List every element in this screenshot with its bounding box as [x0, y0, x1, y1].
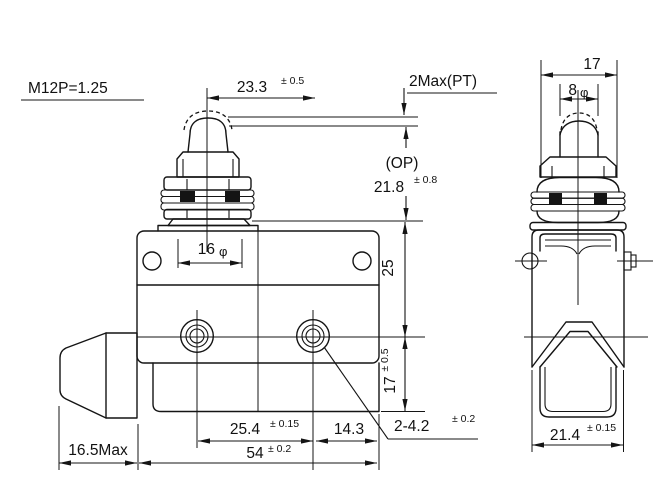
dim-value: 23.3: [237, 79, 267, 96]
dim-value: 17: [382, 376, 399, 393]
lower-body: [152, 362, 380, 413]
dim-body-width: 54 ± 0.2: [137, 414, 380, 470]
plunger-dome-side: [559, 120, 599, 136]
cable-bushing: [59, 332, 138, 419]
body-side: [515, 229, 653, 418]
dim-value: 17: [583, 56, 600, 73]
dim-head-width: 17: [540, 56, 618, 178]
pretravel-annotation: 2Max(PT): [228, 73, 497, 127]
dim-upper-body-height: 25: [380, 222, 408, 337]
dim-value: 25.4: [230, 421, 261, 438]
op-abbr-text: (OP): [386, 155, 419, 172]
thread-spec-label: M12P=1.25: [21, 80, 144, 101]
upper-body: [136, 230, 380, 364]
annotations: M12P=1.25 23.3 ± 0.5 2Max(PT) (OP) 21.8 …: [21, 56, 624, 470]
corner-hole-left: [142, 251, 162, 271]
corner-hole-right: [352, 251, 372, 271]
plunger-free-position-dashed-side: [560, 112, 598, 131]
dim-tolerance: ± 0.5: [281, 75, 304, 87]
plunger-dome: [187, 117, 229, 153]
hole-inner: [305, 328, 321, 344]
front-view: [59, 88, 425, 470]
dim-value: 21.8: [374, 179, 404, 196]
note-mounting-holes: 2-4.2 ± 0.2: [323, 346, 478, 440]
note-tolerance: ± 0.2: [452, 413, 475, 425]
cavity-outer: [539, 366, 617, 418]
side-view: [515, 90, 653, 418]
dim-hole-to-edge: 14.3: [316, 421, 377, 444]
seal-washer: [530, 203, 626, 212]
body-top-boss: [157, 224, 259, 232]
note-value: 2-4.2: [394, 418, 429, 435]
hole-middle: [185, 324, 209, 348]
dim-tolerance: ± 0.15: [587, 422, 616, 434]
dim-operating-position: (OP) 21.8 ± 0.8: [252, 127, 437, 222]
dim-tolerance: ± 0.15: [270, 418, 299, 430]
bushing-outline: [59, 332, 138, 419]
gable-outer: [531, 321, 625, 368]
dim-value: 8: [568, 82, 577, 99]
terminal-hole-right: [296, 319, 331, 354]
spring-anchor-left: [545, 245, 578, 255]
hex-boss-side: [539, 156, 617, 178]
hole-inner: [189, 328, 205, 344]
dim-plunger-diameter: 8 φ: [559, 82, 599, 116]
dim-value: 16.5Max: [68, 442, 128, 459]
terminal-hole-left: [179, 319, 214, 354]
dim-value: 25: [380, 259, 397, 276]
dim-value: 21.4: [550, 427, 581, 444]
dim-value: 54: [246, 445, 264, 462]
dim-symbol: φ: [219, 244, 227, 259]
gable-inner: [539, 330, 618, 368]
plunger-assembly-side: [529, 112, 627, 231]
dim-tolerance: ± 0.8: [414, 174, 437, 186]
hole-outer: [179, 319, 214, 354]
dim-value: 16: [198, 241, 215, 258]
dim-lower-body-height: 17 ± 0.5: [379, 337, 425, 412]
plunger-assembly-front: [157, 110, 259, 232]
dim-hole-pitch: 25.4 ± 0.15: [198, 418, 313, 444]
upper-nut-side: [536, 176, 620, 193]
plunger-free-position-dashed: [183, 110, 233, 131]
inner-housing-top: [539, 233, 617, 252]
dim-tolerance: ± 0.5: [379, 348, 391, 371]
pretravel-text: 2Max(PT): [409, 73, 477, 90]
leader-line: [323, 346, 389, 440]
hole-outer: [296, 319, 331, 354]
dim-symbol: φ: [580, 85, 588, 100]
hex-boss: [176, 151, 240, 178]
base-flange: [167, 218, 251, 227]
cavity-inner: [544, 367, 612, 413]
dim-value: 14.3: [334, 421, 364, 438]
hole-middle: [301, 324, 325, 348]
dim-side-width: 21.4 ± 0.15: [531, 370, 624, 452]
body-outline-side: [531, 229, 625, 368]
dim-plunger-to-hole: 23.3 ± 0.5: [207, 75, 315, 101]
spring-anchor-right: [578, 245, 611, 255]
body-front: [136, 230, 380, 413]
dim-bushing-length: 16.5Max: [58, 406, 137, 470]
dim-tolerance: ± 0.2: [268, 443, 291, 455]
dim-flange-diameter: 16 φ: [177, 239, 243, 268]
thread-spec-text: M12P=1.25: [28, 80, 108, 97]
